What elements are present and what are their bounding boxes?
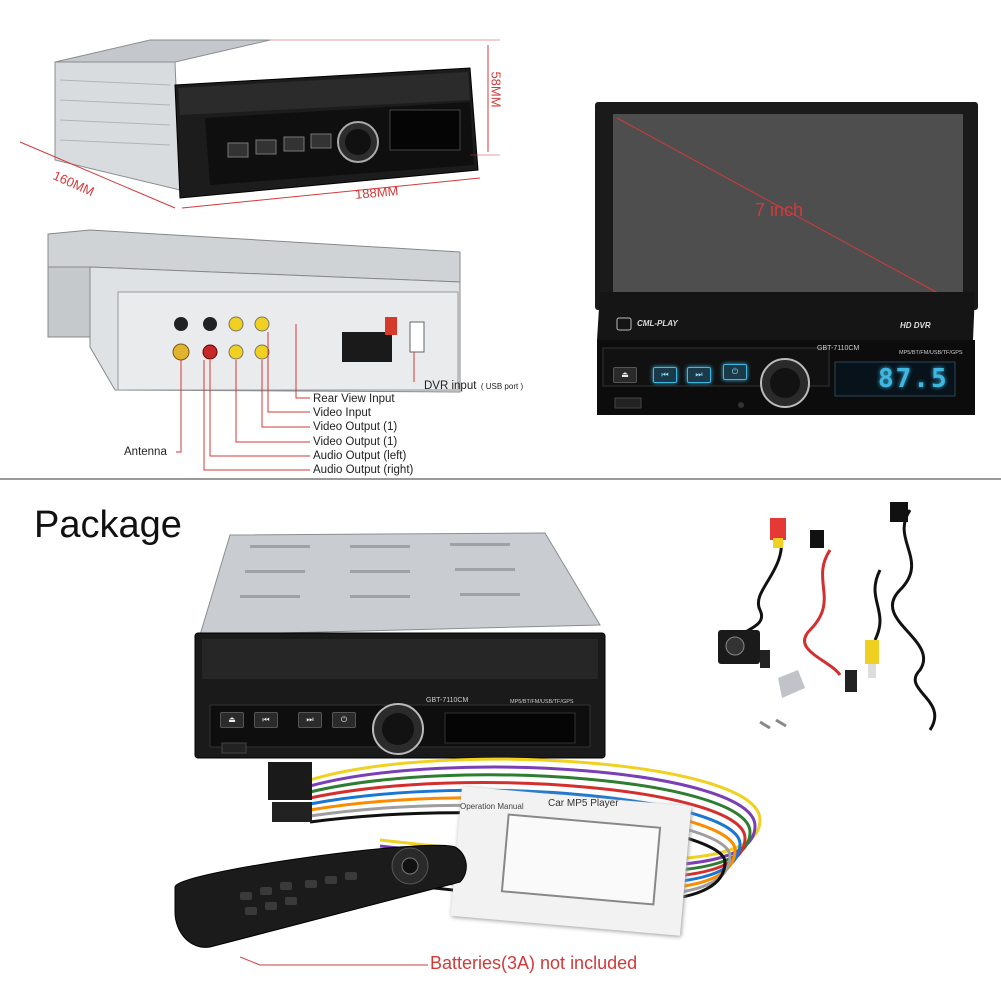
remote-illustration [174,844,467,948]
model-label: GBT-7110CM [817,345,860,352]
rear-connector-view: Rear View Input Video Input Video Output… [0,222,560,477]
rear-view-camera-kit [690,500,980,740]
batteries-pointer-line [240,956,428,966]
dvr-input-label: DVR input ( USB port ) [424,376,523,394]
power-mode-button[interactable]: ⏻ [723,364,747,380]
hd-dvr-badge: HD DVR [900,321,931,330]
section-divider [0,478,1001,480]
connector-label: Audio Output (left) [313,449,407,462]
operation-manual: Operation Manual Car MP5 Player [450,786,696,936]
pkg-power-button[interactable]: ⏻ [332,712,356,728]
eject-icon: ⏏ [228,715,236,724]
screen-size-label: 7 inch [755,200,804,220]
package-heading: Package [34,504,182,546]
connector-label: Video Input [313,407,371,420]
dvr-input-sub: ( USB port ) [480,382,524,391]
manual-brand: Car MP5 Player [548,798,619,809]
pkg-next-button[interactable]: ⏭ [298,712,322,728]
head-unit-rear-illustration [47,229,461,471]
connector-label: Rear View Input [313,393,395,405]
head-unit-front-illustration [19,39,500,209]
connector-label: Audio Output (right) [313,464,414,477]
prev-icon: ⏮ [661,370,669,379]
camera-kit-illustration [718,502,937,731]
prev-button[interactable]: ⏮ [653,367,677,383]
connector-labels: Rear View Input Video Input Video Output… [313,392,413,477]
package-unit-illustration [194,532,606,759]
connector-label: Video Output (1) [313,421,398,434]
pkg-eject-button[interactable]: ⏏ [220,712,244,728]
manual-title: Operation Manual [460,802,524,811]
prev-icon: ⏮ [262,715,270,724]
height-dimension: 58MM [488,71,504,108]
power-icon: ⏻ [731,367,739,376]
screen-illustration [595,102,978,415]
brand-label: CML-PLAY [637,319,678,328]
dimension-view: 160MM 188MM 58MM [0,0,520,215]
volume-knob[interactable] [761,359,809,407]
flip-screen-unit: 7 inch CML-PLAY HD DVR GBT-7110CM MP5/BT… [595,100,980,418]
power-icon: ⏻ [340,715,348,724]
eject-button[interactable]: ⏏ [613,367,637,383]
antenna-label: Antenna [124,446,167,458]
pkg-model-label: GBT-7110CM [426,697,469,704]
batteries-note: Batteries(3A) not included [240,953,700,977]
package-head-unit: ⏏ ⏮ ⏭ ⏻ GBT-7110CM MP5/BT/FM/USB/TF/GPS [190,525,610,770]
next-icon: ⏭ [695,370,703,379]
connector-label: Video Output (1) [313,435,398,448]
batteries-note-text: Batteries(3A) not included [430,953,638,973]
eject-icon: ⏏ [621,370,629,379]
next-button[interactable]: ⏭ [687,367,711,383]
radio-frequency-display: 87.5 [878,364,949,394]
remote-control [170,832,470,952]
pkg-formats-label: MP5/BT/FM/USB/TF/GPS [510,699,574,705]
next-icon: ⏭ [306,715,314,724]
dvr-input-text: DVR input [424,380,477,392]
formats-label: MP5/BT/FM/USB/TF/GPS [899,350,963,356]
pkg-prev-button[interactable]: ⏮ [254,712,278,728]
